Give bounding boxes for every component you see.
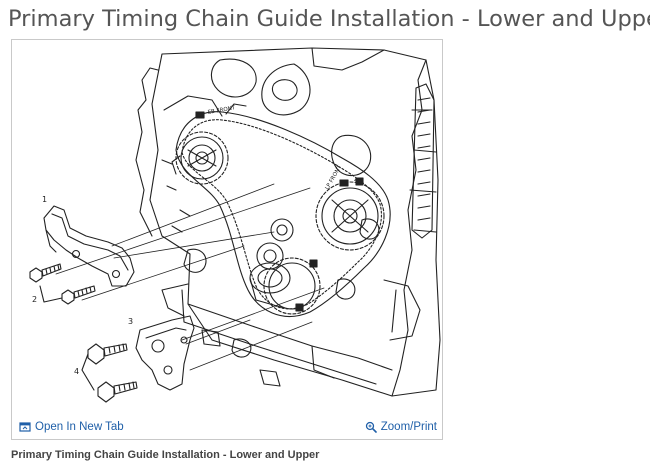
figure-toolbar: Open In New Tab Zoom/Print bbox=[12, 417, 442, 439]
crankshaft-sprocket bbox=[249, 257, 321, 315]
open-in-new-tab-label: Open In New Tab bbox=[35, 421, 124, 433]
chain-mark-eb-front: EB FRONT bbox=[207, 105, 236, 116]
timing-chain-diagram[interactable]: EB FRONT LP FRONT 4 bbox=[12, 40, 442, 420]
camshaft-sprocket-right bbox=[315, 177, 385, 251]
engine-block bbox=[135, 47, 441, 397]
chain-mark-lp-front: LP FRONT bbox=[325, 164, 344, 191]
open-new-tab-icon bbox=[19, 422, 31, 432]
chain-tensioner bbox=[411, 83, 435, 239]
upper-timing-chain-guide bbox=[135, 315, 195, 391]
zoom-icon bbox=[365, 421, 377, 433]
figure-frame: EB FRONT LP FRONT 4 bbox=[11, 39, 443, 440]
leader-lines bbox=[55, 183, 325, 371]
bracket-bolts bbox=[81, 343, 138, 403]
callout-4: 4 bbox=[74, 367, 79, 376]
guide-bolts bbox=[29, 263, 96, 305]
zoom-print-link[interactable]: Zoom/Print bbox=[365, 421, 437, 433]
callout-3: 3 bbox=[128, 317, 133, 326]
lower-timing-chain-guide bbox=[43, 205, 135, 287]
figure-caption: Primary Timing Chain Guide Installation … bbox=[11, 449, 320, 461]
camshaft-sprocket-left bbox=[175, 131, 229, 185]
idler-sprocket bbox=[256, 218, 294, 270]
sprocket-number: 4 bbox=[354, 177, 358, 184]
open-in-new-tab-link[interactable]: Open In New Tab bbox=[19, 421, 124, 433]
callout-1: 1 bbox=[42, 195, 47, 204]
zoom-print-label: Zoom/Print bbox=[380, 421, 437, 433]
page-title: Primary Timing Chain Guide Installation … bbox=[8, 6, 650, 32]
callout-2: 2 bbox=[32, 295, 37, 304]
